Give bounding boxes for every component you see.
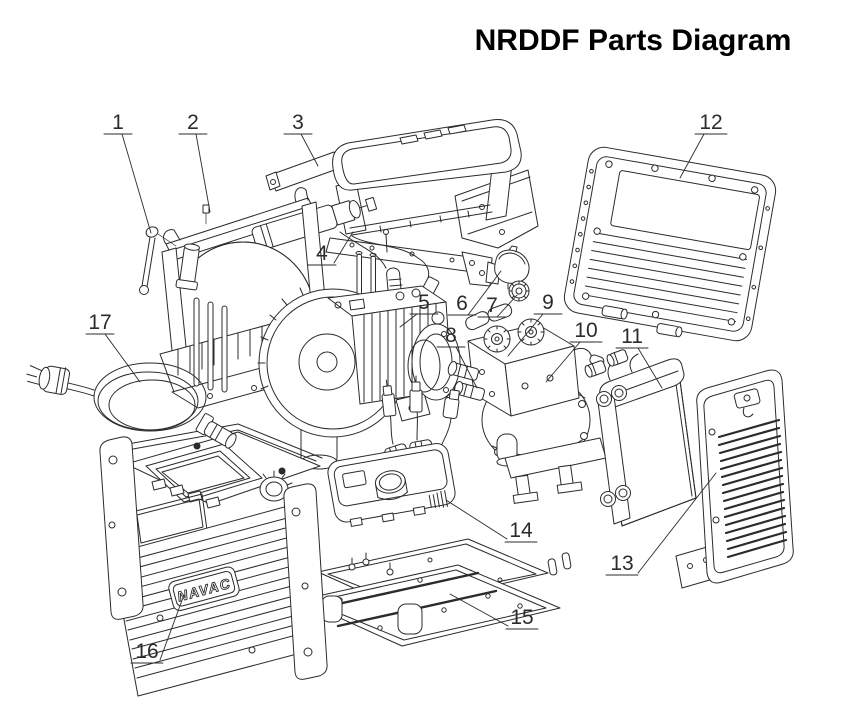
part-label-2: 2 [187, 111, 199, 134]
part-label-11: 11 [621, 325, 643, 348]
part-label-4: 4 [316, 242, 328, 265]
left-side-rail [99, 436, 144, 620]
cord-connector [195, 413, 237, 449]
callout-4: 4 [307, 231, 354, 266]
part-7-knob-gear [508, 280, 530, 302]
part-12-rear-panel [563, 146, 777, 342]
display-panel [145, 443, 263, 509]
part-15-base-plate [299, 538, 572, 647]
part-label-6: 6 [456, 292, 468, 315]
part-6-knob [494, 245, 530, 290]
callout-11: 11 [615, 325, 663, 389]
compressor-bracket [496, 433, 607, 504]
callout-5: 5 [399, 291, 439, 328]
part-label-10: 10 [574, 319, 597, 342]
panel-latch [733, 388, 761, 409]
part-label-8: 8 [445, 324, 457, 347]
callout-1: 1 [103, 111, 152, 234]
callout-10: 10 [545, 319, 603, 383]
callout-6: 6 [447, 270, 502, 316]
panel-standoff [601, 305, 683, 338]
part-label-5: 5 [418, 291, 430, 314]
callout-13: 13 [605, 472, 717, 576]
right-side-rail [283, 483, 328, 680]
callouts: 1 2 3 4 5 [85, 111, 728, 664]
part-label-17: 17 [88, 311, 111, 334]
callout-3: 3 [283, 111, 319, 167]
page-title: NRDDF Parts Diagram [474, 24, 792, 57]
part-label-13: 13 [610, 552, 633, 575]
brand-badge: NAVAC [168, 566, 240, 611]
part-11-heat-exchanger [584, 349, 697, 527]
part-label-7: 7 [486, 294, 498, 317]
part-8-9-10-compressor-assembly [447, 303, 607, 504]
part-14-control-module [327, 375, 460, 527]
callout-17: 17 [85, 311, 141, 383]
part-17-power-cord [26, 362, 237, 449]
part-16-front-housing: NAVAC [99, 423, 328, 697]
callout-14: 14 [445, 499, 538, 543]
part-label-1: 1 [112, 111, 124, 134]
part-label-9: 9 [542, 291, 554, 314]
callout-8: 8 [436, 324, 478, 389]
part-label-14: 14 [509, 519, 533, 542]
callout-2: 2 [178, 111, 211, 213]
part-label-3: 3 [292, 111, 304, 134]
gasket-ring [407, 339, 441, 393]
callout-16: 16 [130, 594, 185, 664]
part-3-carry-handle [265, 119, 539, 249]
part-label-15: 15 [510, 606, 533, 629]
part-label-12: 12 [699, 111, 722, 134]
callout-15: 15 [449, 593, 539, 630]
part-label-16: 16 [135, 640, 158, 663]
part-13-side-panel [675, 369, 794, 589]
power-plug [26, 365, 71, 395]
callout-7: 7 [477, 294, 518, 318]
callout-9: 9 [507, 291, 563, 357]
callout-12: 12 [679, 111, 728, 179]
part-1-hinge-pin [139, 226, 200, 295]
